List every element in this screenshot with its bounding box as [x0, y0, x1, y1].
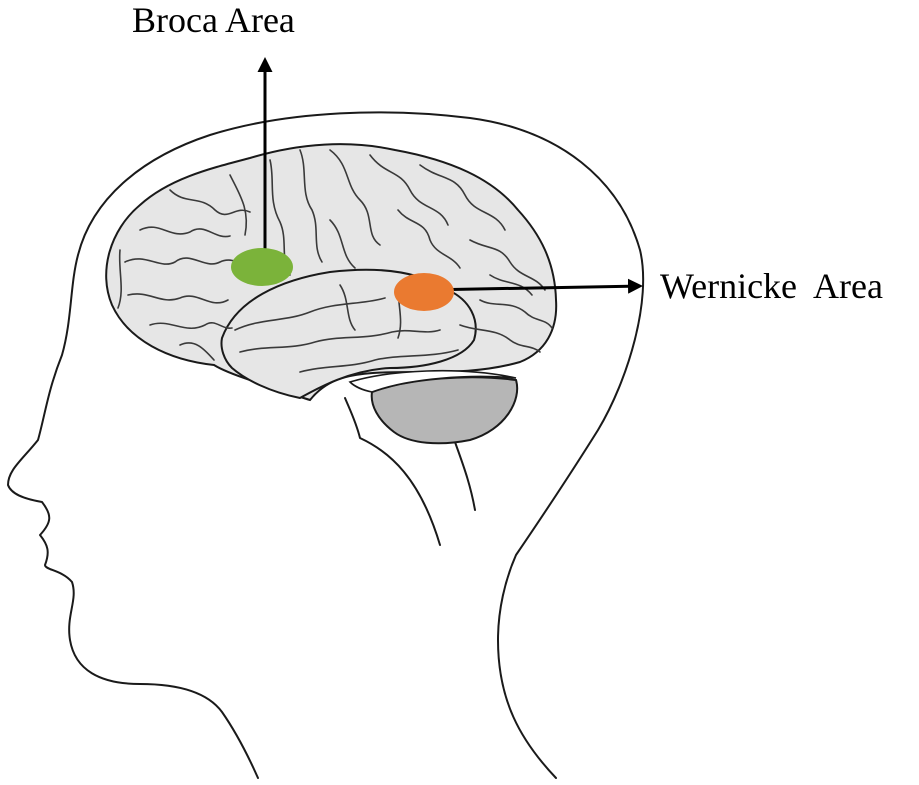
cerebellum-upper-edge [348, 369, 517, 393]
broca-label: Broca Area [132, 0, 295, 40]
brainstem-back [454, 441, 476, 511]
brain-gyri [117, 149, 553, 373]
head-outline [7, 111, 645, 779]
wernicke-label: Wernicke Area [660, 266, 883, 306]
broca-area [231, 248, 293, 286]
cerebellum [370, 376, 519, 445]
brainstem [344, 397, 441, 546]
wernicke-arrow [424, 278, 643, 294]
wernicke-area [394, 273, 454, 311]
